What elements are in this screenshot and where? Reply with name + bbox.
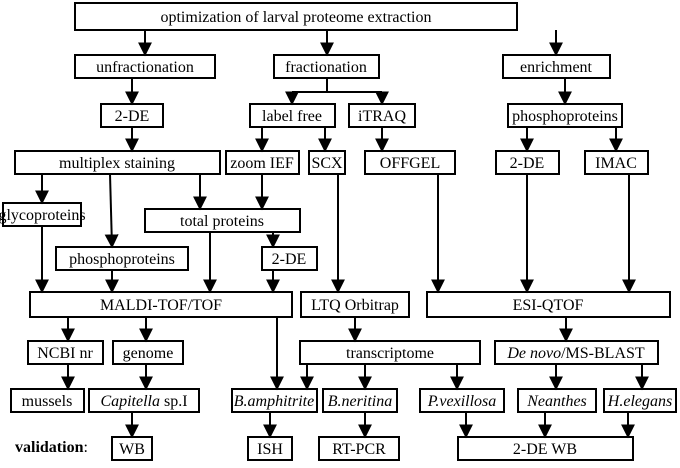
box-multiplex: [14, 150, 221, 175]
label-ncbi: NCBI nr: [37, 345, 93, 362]
label-label-free: label free: [262, 108, 322, 125]
label-itraq: iTRAQ: [358, 108, 406, 125]
label-denovo: De novo/MS-BLAST: [506, 345, 645, 362]
label-multiplex: multiplex staining: [59, 155, 175, 172]
label-genome: genome: [123, 345, 174, 362]
label-capitella-sp: sp.I: [160, 393, 188, 410]
box-phospho-mid: [55, 246, 189, 271]
label-bamph: B.amphitrite: [234, 393, 314, 410]
label-phospho-mid: phosphoproteins: [69, 251, 175, 268]
label-glyco: glycoproteins: [0, 207, 86, 224]
box-denovo: [494, 340, 659, 365]
box-total-2de: [261, 246, 318, 271]
label-enrich-phospho: phosphoproteins: [512, 108, 618, 125]
label-bnerit: B.neritina: [328, 393, 392, 410]
box-transcriptome: [299, 340, 481, 365]
label-rtpcr: RT-PCR: [332, 441, 386, 458]
label-root: optimization of larval proteome extracti…: [160, 9, 431, 26]
validation-label: validation:: [15, 439, 88, 456]
label-ltq: LTQ Orbitrap: [311, 297, 399, 314]
box-maldi: [29, 291, 293, 318]
label-zoom-ief: zoom IEF: [230, 155, 294, 172]
label-unfrac-2de: 2-DE: [115, 108, 150, 125]
label-pvex: P.vexillosa: [427, 393, 497, 410]
label-denovo-italic: De novo: [506, 345, 561, 362]
label-wb: WB: [119, 441, 145, 458]
validation-colon: :: [83, 439, 87, 456]
box-mussels: [10, 388, 85, 413]
label-2de-wb: 2-DE WB: [513, 441, 577, 458]
box-offgel: [364, 150, 456, 175]
label-offgel: OFFGEL: [380, 155, 440, 172]
label-total-2de: 2-DE: [272, 251, 307, 268]
box-total: [144, 208, 301, 233]
label-maldi: MALDI-TOF/TOF: [100, 297, 222, 314]
label-heleg: H.elegans: [607, 393, 672, 410]
label-enrichment: enrichment: [520, 59, 593, 76]
label-fractionation: fractionation: [285, 59, 367, 76]
label-neanthes: Neanthes: [526, 393, 587, 410]
validation-word: validation: [15, 439, 84, 456]
label-transcriptome: transcriptome: [346, 345, 434, 362]
label-enrich-2de: 2-DE: [510, 155, 545, 172]
label-esi: ESI-QTOF: [513, 297, 584, 314]
box-root: [74, 2, 518, 31]
box-esi: [426, 291, 671, 318]
label-mussels: mussels: [22, 393, 73, 410]
label-imac: IMAC: [595, 155, 637, 172]
label-total: total proteins: [180, 213, 264, 230]
label-scx: SCX: [311, 155, 343, 172]
arrow-multiplex-phospho: [104, 173, 119, 249]
label-ish: ISH: [257, 441, 283, 458]
label-denovo-rest: /MS-BLAST: [561, 345, 645, 362]
label-unfractionation: unfractionation: [96, 59, 194, 76]
label-capitella: Capitella sp.I: [100, 393, 187, 410]
label-capitella-genus: Capitella: [100, 393, 160, 410]
